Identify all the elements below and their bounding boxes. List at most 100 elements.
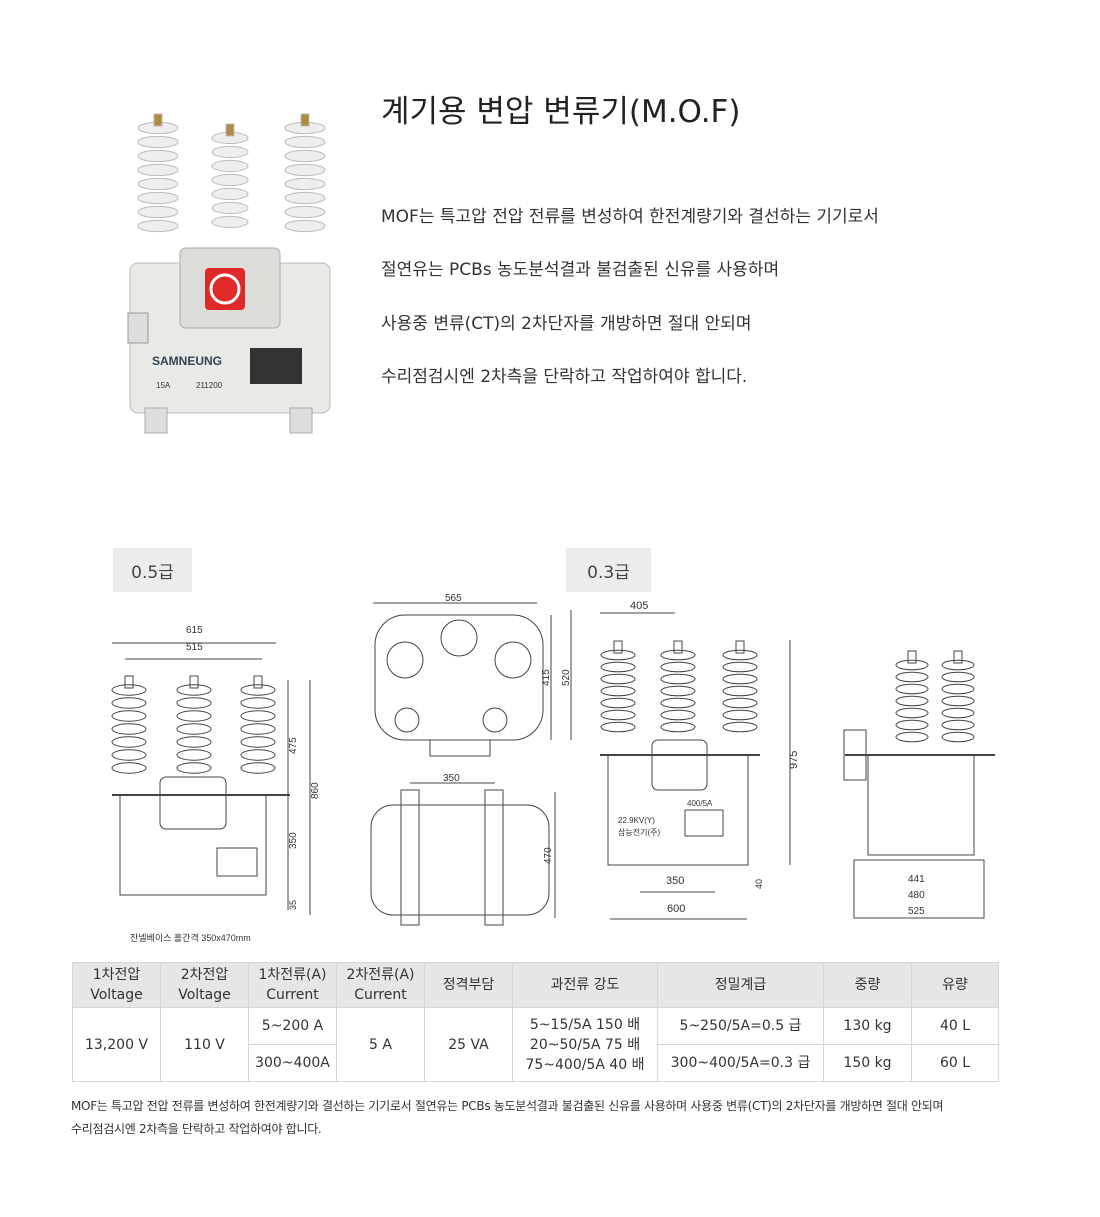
insulator-shed bbox=[600, 673, 636, 685]
svg-text:470: 470 bbox=[543, 847, 554, 864]
terminal-cap bbox=[673, 640, 683, 654]
page-title: 계기용 변압 변류기(M.O.F) bbox=[381, 94, 741, 130]
insulator-shed bbox=[600, 661, 636, 673]
insulator-shed bbox=[137, 163, 179, 177]
insulator-shed bbox=[137, 177, 179, 191]
insulator-shed bbox=[211, 145, 249, 159]
drawing-0-3-side: 441 480 525 bbox=[843, 650, 995, 919]
insulator-shed bbox=[941, 707, 975, 719]
cell-primary-voltage: 13,200 V bbox=[72, 1007, 161, 1082]
insulator-shed bbox=[137, 219, 179, 233]
terminal-cap bbox=[613, 640, 623, 654]
insulator-shed bbox=[941, 719, 975, 731]
tab-class-0-5: 0.5급 bbox=[113, 548, 192, 592]
insulator-shed bbox=[111, 723, 147, 735]
insulator-shed bbox=[176, 749, 212, 761]
footnote-line: MOF는 특고압 전압 전류를 변성하여 한전계량기와 결선하는 기기로서 절연… bbox=[71, 1099, 944, 1113]
insulator-shed bbox=[176, 762, 212, 774]
col-primary-current: 1차전류(A)Current bbox=[248, 962, 337, 1008]
insulator-right bbox=[284, 113, 326, 233]
col-rated-burden: 정격부담 bbox=[424, 962, 513, 1008]
insulator-shed bbox=[600, 709, 636, 721]
insulator-shed bbox=[284, 191, 326, 205]
insulator-shed bbox=[895, 671, 929, 683]
cell-weight: 150 kg bbox=[823, 1044, 912, 1082]
insulator-shed bbox=[600, 685, 636, 697]
insulator-shed bbox=[600, 721, 636, 733]
svg-text:22.9KV(Y): 22.9KV(Y) bbox=[618, 816, 655, 825]
drawing-0-5-top: 565 415 520 bbox=[373, 593, 572, 757]
insulator-shed bbox=[284, 135, 326, 149]
terminal-cap bbox=[253, 675, 263, 689]
insulator-shed bbox=[284, 163, 326, 177]
insulator-shed bbox=[111, 736, 147, 748]
insulator-shed bbox=[284, 205, 326, 219]
description-line: MOF는 특고압 전압 전류를 변성하여 한전계량기와 결선하는 기기로서 bbox=[381, 207, 879, 227]
terminal-cap bbox=[300, 113, 310, 127]
insulator-shed bbox=[284, 149, 326, 163]
svg-text:35: 35 bbox=[288, 900, 298, 910]
terminal-cap bbox=[953, 650, 963, 664]
cell-secondary-current: 5 A bbox=[336, 1007, 425, 1082]
insulator-shed bbox=[111, 684, 147, 696]
insulator-shed bbox=[600, 697, 636, 709]
insulator-shed bbox=[137, 135, 179, 149]
col-overcurrent: 과전류 강도 bbox=[512, 962, 658, 1008]
insulator-shed bbox=[941, 659, 975, 671]
brand-name: SAMNEUNG bbox=[152, 354, 222, 368]
col-oil: 유량 bbox=[911, 962, 999, 1008]
tab-class-0-3: 0.3급 bbox=[566, 548, 651, 592]
serial-label: 211200 bbox=[196, 381, 223, 390]
insulator-shed bbox=[722, 697, 758, 709]
col-accuracy: 정밀계급 bbox=[657, 962, 824, 1008]
drawing-caption: 잔넬베이스 홀간격 350x470mm bbox=[130, 932, 251, 943]
footnote-line: 수리점검시엔 2차측을 단락하고 작업하여야 합니다. bbox=[71, 1122, 322, 1136]
rating-label: 15A bbox=[156, 381, 171, 390]
insulator-shed bbox=[660, 709, 696, 721]
svg-text:525: 525 bbox=[908, 906, 925, 917]
cell-rated-burden: 25 VA bbox=[424, 1007, 513, 1082]
insulator-shed bbox=[240, 723, 276, 735]
insulator-shed bbox=[660, 661, 696, 673]
col-secondary-current: 2차전류(A)Current bbox=[336, 962, 425, 1008]
drawing-0-5-front: 615 515 475 860 350 35 잔넬베이스 홀간격 350x470… bbox=[111, 625, 320, 943]
insulator-shed bbox=[176, 736, 212, 748]
insulator-shed bbox=[111, 749, 147, 761]
cell-oil: 40 L bbox=[911, 1007, 999, 1045]
svg-text:475: 475 bbox=[288, 737, 299, 754]
drawing-0-5-base: 350 470 bbox=[370, 773, 556, 926]
svg-text:520: 520 bbox=[561, 669, 572, 686]
insulator-shed bbox=[660, 685, 696, 697]
insulator-shed bbox=[284, 219, 326, 233]
insulator-shed bbox=[211, 173, 249, 187]
description-line: 사용중 변류(CT)의 2차단자를 개방하면 절대 안되며 bbox=[381, 314, 752, 334]
cell-accuracy: 5~250/5A=0.5 급 bbox=[657, 1007, 824, 1045]
cell-accuracy: 300~400/5A=0.3 급 bbox=[657, 1044, 824, 1082]
insulator-shed bbox=[111, 710, 147, 722]
insulator-shed bbox=[137, 205, 179, 219]
cell-weight: 130 kg bbox=[823, 1007, 912, 1045]
nameplate bbox=[250, 348, 302, 384]
insulator-shed bbox=[941, 683, 975, 695]
terminal-cap bbox=[907, 650, 917, 664]
svg-text:975: 975 bbox=[788, 751, 800, 769]
terminal-cap bbox=[153, 113, 163, 127]
terminal-cap bbox=[735, 640, 745, 654]
insulator-shed bbox=[240, 762, 276, 774]
insulator-shed bbox=[941, 731, 975, 743]
insulator-shed bbox=[211, 159, 249, 173]
product-photo: SAMNEUNG 15A 211200 bbox=[127, 113, 331, 434]
insulator-shed bbox=[176, 710, 212, 722]
insulator-shed bbox=[240, 749, 276, 761]
svg-text:415: 415 bbox=[541, 669, 552, 686]
insulator-shed bbox=[895, 731, 929, 743]
insulator-shed bbox=[895, 659, 929, 671]
insulator-shed bbox=[176, 697, 212, 709]
terminal-cap bbox=[189, 675, 199, 689]
svg-text:515: 515 bbox=[186, 642, 203, 653]
insulator-shed bbox=[722, 649, 758, 661]
terminal-cap bbox=[124, 675, 134, 689]
